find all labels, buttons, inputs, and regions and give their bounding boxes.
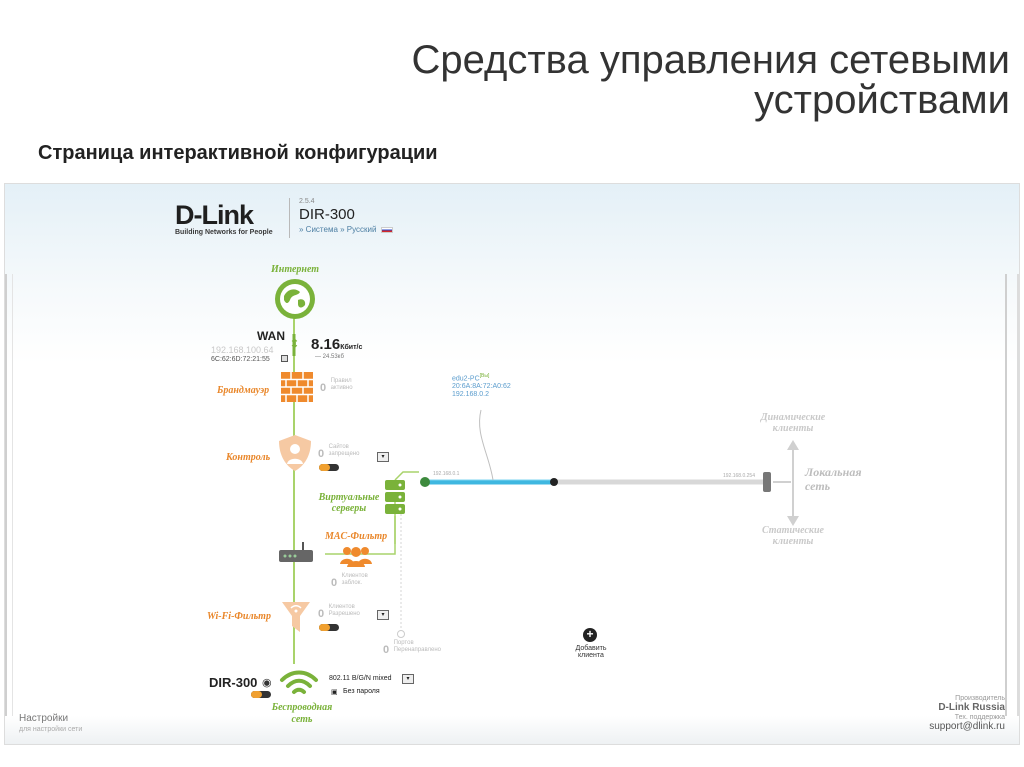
add-client-label[interactable]: Добавить клиента (575, 645, 607, 659)
wifi-filter-sub2: Разрешено (328, 611, 360, 617)
router-device-icon[interactable] (279, 542, 313, 564)
control-toggle[interactable] (319, 464, 339, 471)
russian-flag-icon (380, 226, 393, 233)
firewall-count: 0 (320, 382, 327, 394)
wifi-filter-counter: 0 Клиентов Разрешено (318, 604, 360, 622)
wireless-mode-dropdown[interactable]: ▾ (402, 674, 414, 684)
firmware-version: 2.5.4 (299, 198, 315, 205)
speed-unit: Кбит/с (340, 344, 363, 351)
mac-filter-counter: 0 Клиентов заблок. (331, 573, 368, 591)
settings-link[interactable]: Настройки (19, 713, 69, 724)
wifi-filter-count: 0 (318, 608, 325, 620)
support-email-link[interactable]: support@dlink.ru (929, 721, 1005, 732)
pc-name: edu2-PC (452, 375, 480, 383)
system-menu-link[interactable]: » Система (299, 225, 338, 234)
control-dropdown[interactable]: ▾ (377, 452, 389, 462)
lan-port-ip-right: 192.168.0.254 (723, 473, 755, 479)
slide-subtitle: Страница интерактивной конфигурации (38, 142, 438, 164)
wan-mac: 6C:62:6D:72:21:55 (211, 356, 270, 363)
ports-counter: 0 Портов Перенаправлено (383, 640, 441, 658)
lock-icon: ▣ (331, 689, 338, 696)
control-sub1: Сайтов (328, 444, 349, 450)
ports-sub1: Портов (393, 640, 414, 646)
mac-filter-sub1: Клиентов (341, 573, 368, 579)
wifi-filter-sub: Клиентов Разрешено (329, 604, 360, 618)
wan-label: WAN (257, 329, 285, 343)
producer-footer: Производитель D-Link Russia Тех. поддерж… (929, 694, 1005, 732)
wifi-icon[interactable] (279, 668, 319, 698)
firewall-counter: 0 Правил активно (320, 378, 353, 396)
slide-title: Средства управления сетевыми устройствам… (411, 38, 1010, 122)
funnel-filter-icon[interactable] (282, 600, 310, 634)
control-sub2: запрещено (328, 451, 360, 457)
model-name: DIR-300 (299, 206, 355, 223)
wireless-toggle[interactable] (251, 691, 271, 698)
port-node (397, 630, 405, 638)
eye-icon[interactable]: ◉ (262, 677, 272, 689)
footer-band (5, 716, 1019, 744)
pc-tag: [Вы] (479, 373, 490, 379)
right-scrollbar[interactable] (1005, 274, 1019, 734)
router-config-screenshot: D-Link Building Networks for People 2.5.… (4, 183, 1020, 745)
wireless-device-name: DIR-300 (209, 675, 258, 690)
parental-shield-icon[interactable] (278, 434, 312, 472)
mac-filter-count: 0 (331, 577, 338, 589)
control-count: 0 (318, 448, 325, 460)
wireless-mode: 802.11 B/G/N mixed (329, 675, 392, 682)
globe-icon[interactable] (274, 278, 316, 320)
language-menu-link[interactable]: » Русский (340, 225, 377, 234)
wan-speed: 8.16Кбит/с (311, 336, 362, 353)
pc-mac: 20:6A:8A:72:A0:62 (452, 383, 511, 391)
updown-arrow-icon: ⇕ (289, 336, 300, 351)
wifi-filter-sub1: Клиентов (328, 604, 355, 610)
firewall-sub: Правил активно (331, 378, 353, 392)
dynamic-clients-label[interactable]: Динамические клиенты (760, 412, 826, 434)
mac-filter-sub: Клиентов заблок. (342, 573, 368, 587)
lan-port-ip-left: 192.168.0.1 (433, 471, 460, 477)
mac-filter-label: MAC-Фильтр (325, 531, 388, 542)
virtual-servers-label: Виртуальные серверы (318, 492, 380, 514)
ports-sub2: Перенаправлено (393, 647, 442, 653)
control-counter: 0 Сайтов запрещено (318, 444, 359, 462)
control-label: Контроль (226, 452, 271, 463)
control-sub: Сайтов запрещено (329, 444, 360, 458)
company-link[interactable]: D-Link Russia (938, 702, 1005, 713)
wan-edit-icon[interactable] (281, 355, 288, 362)
ports-count: 0 (383, 644, 390, 656)
wireless-label: Беспроводная сеть (271, 702, 333, 725)
producer-label: Производитель (955, 695, 1005, 702)
pc-ip: 192.168.0.2 (452, 391, 489, 399)
users-group-icon[interactable] (339, 544, 373, 568)
header-menu: » Система » Русский (299, 225, 393, 234)
static-clients-label[interactable]: Статические клиенты (762, 525, 824, 547)
internet-label: Интернет (271, 264, 320, 275)
firewall-sub1: Правил (330, 378, 352, 384)
left-edge (5, 274, 13, 734)
wan-speed-secondary: — 24.53кб (315, 354, 344, 360)
server-stack-icon[interactable] (385, 480, 405, 516)
wifi-filter-label: Wi-Fi-Фильтр (207, 611, 271, 622)
settings-sub: для настройки сети (19, 726, 83, 733)
brand-tagline: Building Networks for People (175, 229, 273, 236)
logo-divider (289, 198, 290, 238)
firewall-label: Брандмауэр (217, 385, 270, 396)
brand-name: D-Link (175, 200, 254, 230)
dlink-logo: D-Link Building Networks for People (175, 200, 273, 236)
add-client-button[interactable]: + (583, 628, 597, 642)
firewall-brick-icon[interactable] (281, 372, 313, 402)
wifi-filter-toggle[interactable] (319, 624, 339, 631)
wan-ip: 192.168.100.64 (211, 345, 274, 355)
mac-filter-sub2: заблок. (341, 580, 363, 586)
speed-value: 8.16 (311, 336, 341, 353)
firewall-sub2: активно (330, 385, 353, 391)
pc-info[interactable]: edu2-PC[Вы] 20:6A:8A:72:A0:62 192.168.0.… (452, 372, 511, 399)
ports-sub: Портов Перенаправлено (394, 640, 441, 654)
support-label: Тех. поддержка (954, 714, 1005, 721)
lan-label: Локальная сеть (805, 465, 862, 493)
wifi-filter-dropdown[interactable]: ▾ (377, 610, 389, 620)
wireless-security: Без пароля (343, 688, 380, 695)
settings-footer[interactable]: Настройки для настройки сети (19, 714, 82, 735)
